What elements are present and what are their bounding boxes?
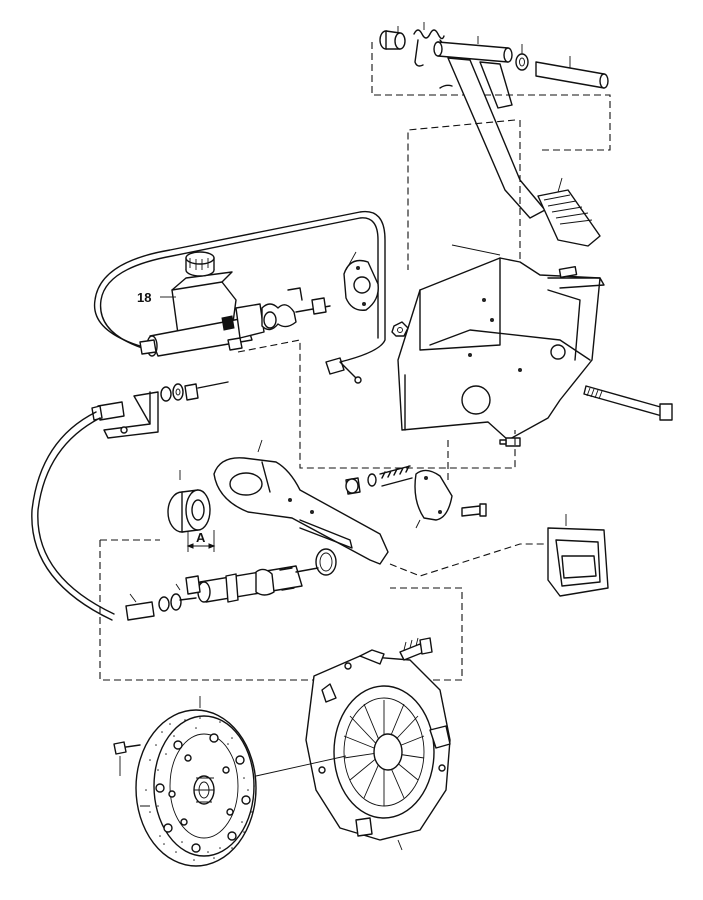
bleed-bracket <box>103 391 159 439</box>
pedal-shaft <box>433 41 513 63</box>
arm-to-clutch-guide <box>99 440 463 681</box>
mounting-flange-gasket <box>343 251 379 311</box>
reservoir-label: 18 <box>137 290 151 305</box>
clutch-pedal-arm <box>439 57 546 219</box>
master-to-arm-guide <box>237 339 516 469</box>
friction-lining <box>145 717 255 861</box>
bracket-nut <box>391 321 409 337</box>
hose-fittings-lower <box>125 583 197 621</box>
shaft-washer <box>515 53 529 71</box>
disc-to-plate-line <box>255 755 347 777</box>
slave-cylinder <box>185 565 319 603</box>
pedal-bracket <box>397 244 605 441</box>
diaphragm-spring <box>343 700 425 806</box>
pedal-to-bracket-guide <box>407 119 516 270</box>
clutch-disc <box>135 696 257 867</box>
pedal-bushing <box>379 30 406 50</box>
hose-fittings-upper <box>91 381 229 421</box>
pressure-plate <box>305 649 451 851</box>
disc-rivets <box>155 733 251 853</box>
flywheel-bolt <box>113 741 141 776</box>
pivot-stud <box>345 465 413 495</box>
fluid-reservoir <box>171 251 237 335</box>
hose-clip <box>325 357 362 384</box>
release-fork-dust-boot <box>547 514 609 597</box>
spacer-tube <box>535 61 609 89</box>
master-cylinder <box>139 251 331 357</box>
inspection-cover-plate <box>414 469 453 529</box>
pedal-pad <box>537 189 601 247</box>
circlip <box>315 548 337 576</box>
bracket-bolt <box>499 437 521 447</box>
hydraulic-hose-loop <box>93 210 386 363</box>
pedal-shaft-assembly <box>371 22 611 247</box>
dimension-marker: A <box>186 530 216 552</box>
flexible-hose <box>31 411 115 621</box>
release-fork <box>213 439 389 565</box>
release-bearing <box>167 470 211 533</box>
pivot-bolt <box>583 385 673 421</box>
cover-bolt <box>461 503 487 517</box>
pressure-plate-bolt <box>399 637 433 661</box>
dimension-label: A <box>196 530 206 545</box>
